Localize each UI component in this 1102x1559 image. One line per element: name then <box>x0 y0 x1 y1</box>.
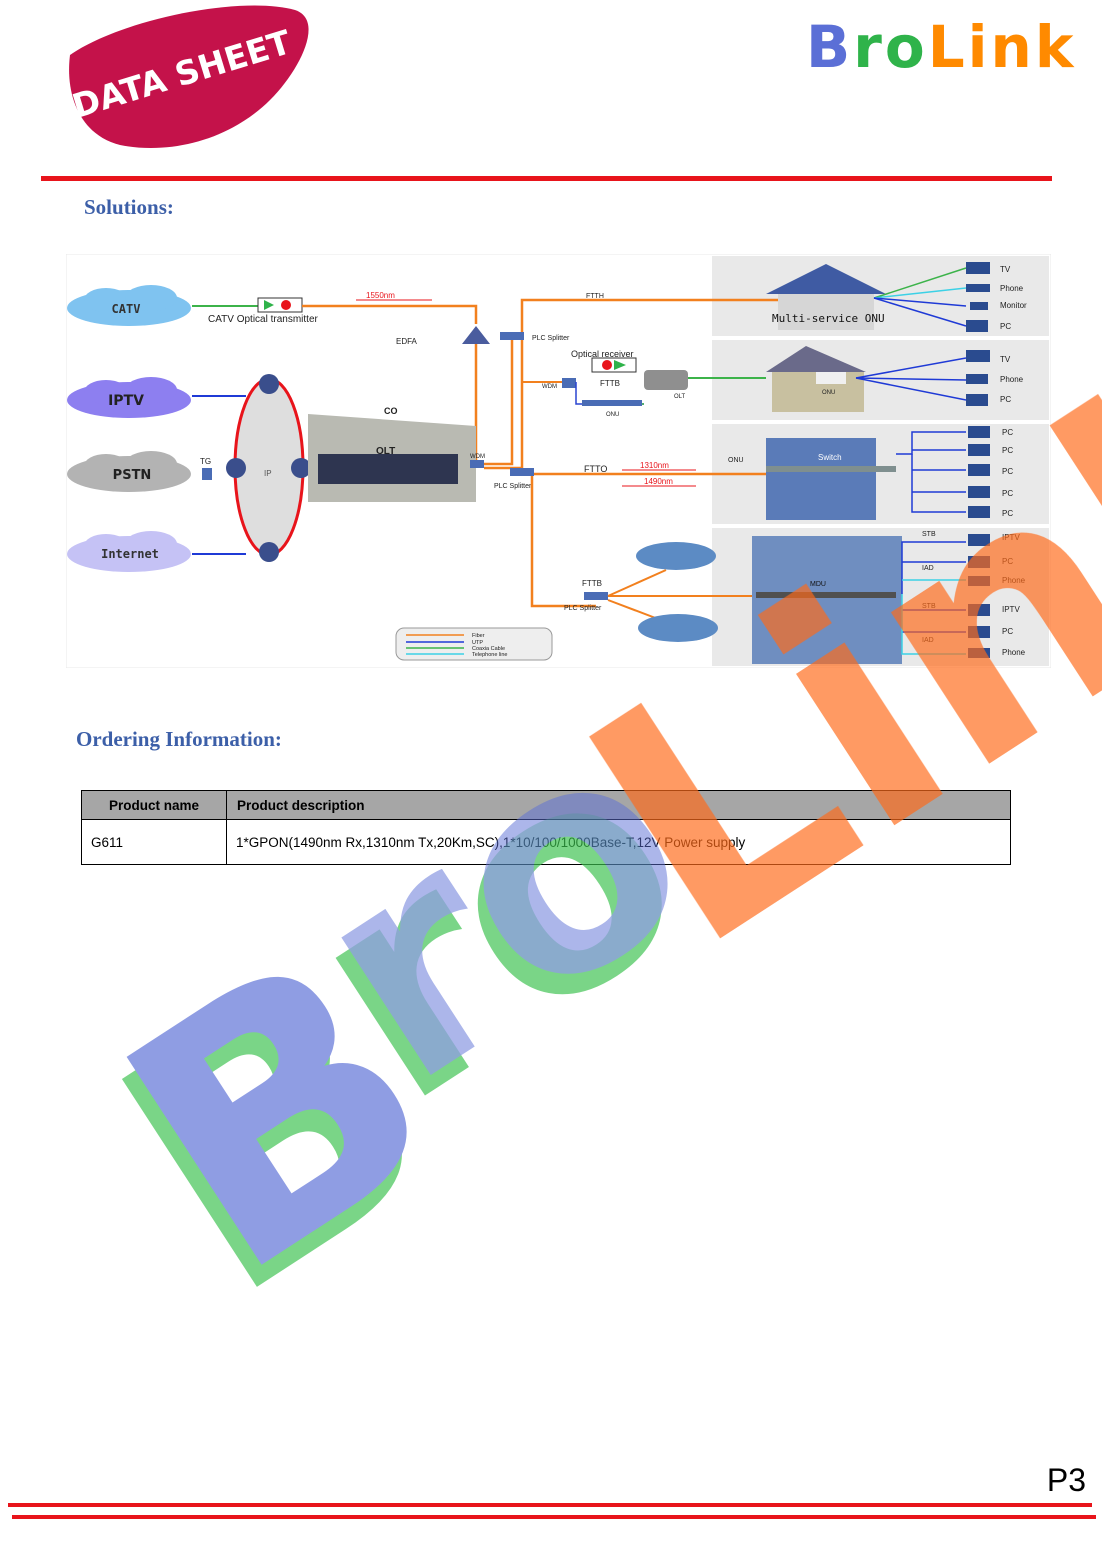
panel3-links <box>896 431 966 513</box>
brand-letter: o <box>884 13 928 81</box>
device-label: PC <box>1002 509 1013 518</box>
ordering-table: Product name Product description G611 1*… <box>81 790 1011 865</box>
svg-text:B: B <box>64 876 497 1349</box>
co-label: CO <box>384 406 398 416</box>
device-label: IPTV <box>1002 605 1020 614</box>
w1490-label: 1490nm <box>644 477 673 486</box>
ordering-heading: Ordering Information: <box>76 727 282 751</box>
device-label: Phone <box>1000 284 1024 293</box>
plc-splitter-label: PLC Splitter <box>494 483 532 490</box>
mdu-label: MDU <box>810 581 826 588</box>
stb-label: STB <box>922 531 936 538</box>
device-label: PC <box>1002 627 1013 636</box>
source-label: CATV <box>112 302 141 316</box>
device-label: PC <box>1002 446 1013 455</box>
edfa-label: EDFA <box>396 337 418 346</box>
panel4-links <box>901 541 966 655</box>
source-label: IPTV <box>108 393 144 409</box>
source-label: PSTN <box>113 468 152 483</box>
device-label: PC <box>1002 489 1013 498</box>
device-label: IPTV <box>1002 533 1020 542</box>
data-sheet-badge: DATA SHEET <box>68 5 309 149</box>
legend-label: Fiber <box>472 633 485 639</box>
ip-label: IP <box>264 469 272 478</box>
legend-label: Telephone line <box>472 652 507 658</box>
olt-label: OLT <box>376 446 395 457</box>
device-label: PC <box>1002 428 1013 437</box>
brand-letter: L <box>927 13 968 81</box>
onu-b-label: ONU <box>728 457 744 464</box>
wdm2-label: WDM <box>542 384 557 390</box>
brand-logo: BroLink <box>806 18 1076 76</box>
switch-label: Switch <box>818 453 842 462</box>
iad-label: IAD <box>922 637 934 644</box>
column-header: Product description <box>226 790 1011 820</box>
ftth-label: FTTH <box>586 293 604 300</box>
multi-onu-label: Multi-service ONU <box>772 312 885 325</box>
optical-receiver-label: Optical receiver <box>571 349 634 359</box>
device-label: PC <box>1000 395 1011 404</box>
legend-label: Coaxia Cable <box>472 646 505 652</box>
onu-small-label: ONU <box>606 412 619 418</box>
panel1-links <box>873 267 967 327</box>
device-label: Monitor <box>1000 301 1027 310</box>
cloud-catv <box>67 285 191 326</box>
device-label: PC <box>1002 557 1013 566</box>
device-label: TV <box>1000 355 1011 364</box>
tg-label: TG <box>200 457 211 466</box>
cloud-iptv <box>67 377 191 418</box>
column-header: Product name <box>81 790 227 820</box>
top-divider <box>41 176 1052 181</box>
device-label: PC <box>1000 322 1011 331</box>
fttb2-label: FTTB <box>582 579 602 588</box>
solutions-heading: Solutions: <box>84 195 174 219</box>
iad-label: IAD <box>922 565 934 572</box>
fttb-label: FTTB <box>600 379 620 388</box>
device-label: Phone <box>1002 576 1026 585</box>
product-description-cell: 1*GPON(1490nm Rx,1310nm Tx,20Km,SC),1*10… <box>226 819 1011 865</box>
brand-letter: B <box>806 13 854 81</box>
svg-text:ro: ro <box>258 663 745 1149</box>
brand-letter: n <box>990 13 1035 81</box>
catv-tx-label: CATV Optical transmitter <box>208 314 319 325</box>
device-label: PC <box>1002 467 1013 476</box>
svg-text:B: B <box>59 899 492 1372</box>
product-name-cell: G611 <box>81 819 227 865</box>
plc-splitter-label: PLC Splitter <box>564 605 602 612</box>
wavelength-label: 1550nm <box>366 291 395 300</box>
cloud-internet <box>67 531 191 572</box>
plc-splitter-label: PLC Splitter <box>532 335 570 342</box>
network-solution-diagram: CATV IPTV PSTN Internet CATV Optical tra… <box>66 254 1051 668</box>
stb-label: STB <box>922 603 936 610</box>
w1310-label: 1310nm <box>640 461 669 470</box>
source-label: Internet <box>101 547 159 561</box>
cloud-pstn <box>67 451 191 492</box>
brand-letter: k <box>1034 13 1077 81</box>
wdm-label: WDM <box>470 454 485 460</box>
svg-text:ro: ro <box>252 683 739 1169</box>
bottom-divider <box>12 1515 1096 1519</box>
device-label: Phone <box>1002 648 1026 657</box>
page-number: P3 <box>1046 1462 1086 1498</box>
brand-letter: i <box>967 13 991 81</box>
onu-house-label: ONU <box>822 390 835 396</box>
device-label: TV <box>1000 265 1011 274</box>
legend-label: UTP <box>472 640 483 646</box>
table-row: G611 1*GPON(1490nm Rx,1310nm Tx,20Km,SC)… <box>81 819 1011 865</box>
olt-small-label: OLT <box>674 394 686 400</box>
brand-letter: r <box>853 13 885 81</box>
table-header-row: Product name Product description <box>81 790 1011 820</box>
ftto-label: FTTO <box>584 464 607 474</box>
bottom-divider <box>8 1503 1092 1507</box>
device-label: Phone <box>1000 375 1024 384</box>
